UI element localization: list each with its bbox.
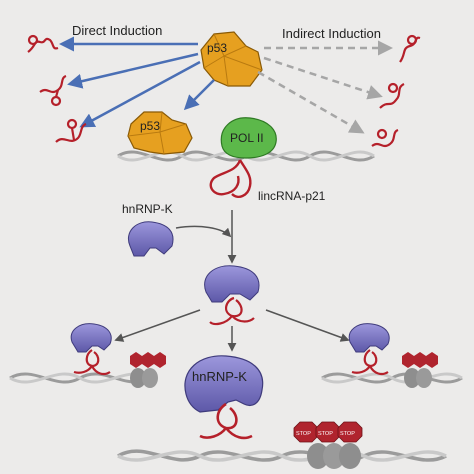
lincrna-label: lincRNA-p21 [258, 189, 326, 203]
p53-label-top: p53 [207, 41, 227, 55]
stop-label-2: STOP [318, 431, 333, 437]
rna-indirect-2 [379, 82, 405, 109]
stop-label-1: STOP [296, 431, 311, 437]
p53-label-bound: p53 [140, 119, 160, 133]
hnrnpk-protein-free [128, 221, 174, 257]
rna-direct-3 [55, 118, 87, 143]
rna-direct-2 [39, 74, 67, 107]
stop-sign-1: STOP [293, 421, 319, 443]
rna-direct-1 [27, 34, 59, 53]
branch-arrows [114, 309, 350, 352]
stop-sign-2: STOP [315, 421, 341, 443]
pol-ii-label: POL II [230, 131, 264, 145]
hnrnpk-protein-large [184, 355, 264, 413]
lincrna-transcript [209, 159, 252, 198]
rna-indirect-1 [399, 34, 421, 63]
indirect-induction-arrows [257, 40, 393, 134]
direct-induction-arrows [59, 36, 215, 128]
rna-indirect-3 [371, 128, 399, 148]
p53-tetramer-top: p53 [200, 31, 263, 87]
direct-induction-label: Direct Induction [72, 23, 162, 38]
repression-center: hnRNP-K STOP STOP STOP [117, 355, 447, 469]
stop-sign-3: STOP [337, 421, 363, 443]
stop-label-3: STOP [340, 431, 355, 437]
repression-right [321, 323, 463, 388]
pol-ii: POL II [220, 117, 277, 159]
hnrnpk-label-large: hnRNP-K [192, 369, 247, 384]
indirect-induction-label: Indirect Induction [282, 26, 381, 41]
hnrnpk-label-top: hnRNP-K [122, 202, 173, 216]
hnrnpk-lincrna-complex [204, 265, 260, 326]
p53-bound-dna: p53 [127, 111, 193, 155]
repression-left [9, 323, 166, 388]
binding-arrow [175, 225, 232, 238]
